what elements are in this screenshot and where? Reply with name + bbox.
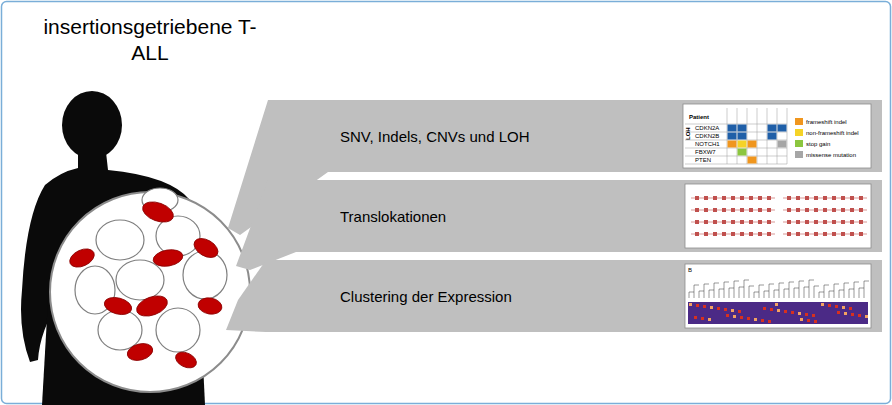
red-cells xyxy=(67,198,223,371)
thumbnail-label: FBXW7 xyxy=(695,148,716,156)
legend-text: non-frameshift indel xyxy=(806,130,859,136)
thumbnail-label: LOH xyxy=(684,127,692,140)
legend-text: stop gain xyxy=(806,141,830,147)
legend-text: frameshift indel xyxy=(806,119,847,125)
thumbnail-label: B xyxy=(688,266,692,274)
thumbnail-label: CDKN2B xyxy=(695,132,719,140)
legend-swatch xyxy=(795,129,803,136)
legend-item: stop gain xyxy=(795,140,830,147)
legend-item: missense mutation xyxy=(795,151,856,158)
legend-swatch xyxy=(795,140,803,147)
title: insertionsgetriebene T-ALL xyxy=(40,14,260,66)
white-cells xyxy=(75,188,227,352)
thumbnail-label: CDKN2A xyxy=(695,124,719,132)
legend-swatch xyxy=(795,151,803,158)
band-label: Clustering der Expression xyxy=(340,288,512,305)
legend-swatch xyxy=(795,118,803,125)
thumbnail-label: PTEN xyxy=(695,156,711,164)
thumbnail-label: Patient xyxy=(689,113,709,121)
legend-item: frameshift indel xyxy=(795,118,847,125)
blood-circle xyxy=(50,192,250,392)
legend-item: non-frameshift indel xyxy=(795,129,859,136)
legend-text: missense mutation xyxy=(806,152,856,158)
band-label: SNV, Indels, CNVs und LOH xyxy=(340,128,530,145)
thumbnail-label: NOTCH1 xyxy=(695,140,720,148)
band-label: Translokationen xyxy=(340,208,446,225)
